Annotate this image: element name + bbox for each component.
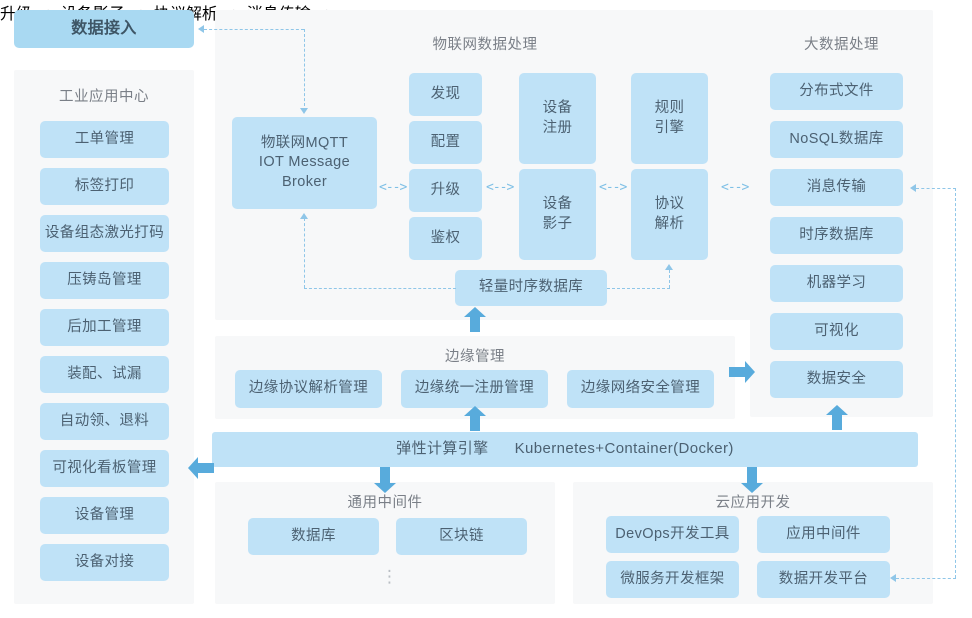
iot-op-discover[interactable]: 发现 xyxy=(409,73,482,116)
arrowhead xyxy=(374,483,396,493)
middleware-item-blockchain[interactable]: 区块链 xyxy=(396,518,527,555)
bigdata-item-nosql-db[interactable]: NoSQL数据库 xyxy=(770,121,903,158)
iot-op-auth[interactable]: 鉴权 xyxy=(409,217,482,260)
edge-item-network-security-mgmt[interactable]: 边缘网络安全管理 xyxy=(567,370,714,408)
cloud-item-app-middleware[interactable]: 应用中间件 xyxy=(757,516,890,553)
cloud-item-data-dev-platform[interactable]: 数据开发平台 xyxy=(757,561,890,598)
iot-op-configure[interactable]: 配置 xyxy=(409,121,482,164)
arrow-compute-to-cloud-dev xyxy=(741,467,763,493)
data-ingest-header[interactable]: 数据接入 xyxy=(14,10,194,48)
dashed-message-transport-arrowhead xyxy=(910,184,916,192)
arrowhead xyxy=(826,405,848,415)
arrowshaft xyxy=(380,467,390,483)
app-item-assembly-leak-test[interactable]: 装配、试漏 xyxy=(40,356,169,393)
bigdata-item-visualization[interactable]: 可视化 xyxy=(770,313,903,350)
app-item-label-print[interactable]: 标签打印 xyxy=(40,168,169,205)
arrowhead xyxy=(188,457,198,479)
arrowshaft xyxy=(832,414,842,430)
dashed-datadev-to-message-top-h xyxy=(916,188,956,189)
rule-engine-line-2: 引擎 xyxy=(654,119,685,136)
arrow-compute-to-app-center xyxy=(188,457,214,479)
edge-item-unified-register-mgmt[interactable]: 边缘统一注册管理 xyxy=(401,370,548,408)
dashed-tsdb-to-protocol-v xyxy=(669,270,670,288)
dashed-tsdb-to-broker-h xyxy=(304,288,456,289)
arrowhead xyxy=(741,483,763,493)
app-item-auto-material[interactable]: 自动领、退料 xyxy=(40,403,169,440)
iot-protocol-parse[interactable]: 协议 解析 xyxy=(631,169,708,260)
arrowhead xyxy=(745,361,755,383)
connector-broker-ops: <--> xyxy=(379,180,407,195)
dashed-tsdb-to-broker-v xyxy=(304,218,305,288)
iot-rule-engine[interactable]: 规则 引擎 xyxy=(631,73,708,164)
compute-engine-label: 弹性计算引擎 xyxy=(396,440,489,458)
dashed-ingest-to-broker-h xyxy=(204,29,304,30)
dashed-datadev-arrowhead xyxy=(890,574,896,582)
dashed-ingest-arrowhead xyxy=(198,25,204,33)
device-shadow-line-1: 设备 xyxy=(542,195,573,212)
bigdata-item-data-security[interactable]: 数据安全 xyxy=(770,361,903,398)
device-register-line-1: 设备 xyxy=(542,99,573,116)
iot-mqtt-broker[interactable]: 物联网MQTT IOT Message Broker xyxy=(232,117,377,209)
middleware-item-database[interactable]: 数据库 xyxy=(248,518,379,555)
dashed-datadev-bottom-h xyxy=(896,578,956,579)
app-item-visual-dashboard[interactable]: 可视化看板管理 xyxy=(40,450,169,487)
app-item-work-order[interactable]: 工单管理 xyxy=(40,121,169,158)
arrowhead xyxy=(464,406,486,416)
dashed-broker-up-arrowhead xyxy=(300,213,308,219)
iot-device-shadow[interactable]: 设备 影子 xyxy=(519,169,596,260)
connector-protocol-bigdata: <--> xyxy=(721,180,749,195)
dashed-broker-down-arrowhead xyxy=(300,108,308,114)
app-item-die-casting-island[interactable]: 压铸岛管理 xyxy=(40,262,169,299)
connector-device-protocol: <--> xyxy=(599,180,627,195)
arrowshaft xyxy=(470,415,480,431)
protocol-parse-line-1: 协议 xyxy=(654,195,685,212)
iot-device-register[interactable]: 设备 注册 xyxy=(519,73,596,164)
arrow-compute-to-bigdata xyxy=(826,405,848,431)
arrowshaft xyxy=(729,367,745,377)
broker-line-2: IOT Message xyxy=(258,154,351,171)
edge-item-protocol-parse-mgmt[interactable]: 边缘协议解析管理 xyxy=(235,370,382,408)
iot-data-processing-title: 物联网数据处理 xyxy=(432,37,538,53)
app-item-device-management[interactable]: 设备管理 xyxy=(40,497,169,534)
app-item-post-processing[interactable]: 后加工管理 xyxy=(40,309,169,346)
cloud-app-dev-title: 云应用开发 xyxy=(715,495,791,511)
arrow-edge-to-tsdb xyxy=(464,307,486,333)
device-shadow-line-2: 影子 xyxy=(542,215,573,232)
industrial-app-center-title: 工业应用中心 xyxy=(59,89,149,105)
bigdata-item-distributed-file[interactable]: 分布式文件 xyxy=(770,73,903,110)
bigdata-item-message-transport[interactable]: 消息传输 xyxy=(770,169,903,206)
elastic-compute-engine-bar[interactable]: 弹性计算引擎 Kubernetes+Container(Docker) xyxy=(212,432,918,467)
app-item-device-laser-marking[interactable]: 设备组态激光打码 xyxy=(40,215,169,252)
bigdata-item-machine-learning[interactable]: 机器学习 xyxy=(770,265,903,302)
arrowshaft xyxy=(198,463,214,473)
protocol-parse-line-2: 解析 xyxy=(654,215,685,232)
iot-op-upgrade[interactable]: 升级 xyxy=(409,169,482,212)
connector-ops-device: <--> xyxy=(486,180,514,195)
device-register-line-2: 注册 xyxy=(542,119,573,136)
broker-line-1: 物联网MQTT xyxy=(260,134,349,151)
dashed-ingest-to-broker-v xyxy=(304,29,305,111)
arrowshaft xyxy=(470,316,480,332)
panel-bigdata-processing xyxy=(750,10,933,417)
dashed-datadev-to-message-v xyxy=(955,188,956,578)
arrow-edge-to-bigdata xyxy=(729,361,755,383)
iot-lightweight-tsdb[interactable]: 轻量时序数据库 xyxy=(455,270,607,306)
compute-engine-stack: Kubernetes+Container(Docker) xyxy=(514,440,734,458)
arrowshaft xyxy=(747,467,757,483)
bigdata-processing-title: 大数据处理 xyxy=(804,37,879,53)
arrow-compute-to-edge xyxy=(464,406,486,432)
dashed-protocol-up-arrowhead xyxy=(665,264,673,270)
arrowhead xyxy=(464,307,486,317)
middleware-more-indicator: ⋮ xyxy=(381,567,398,586)
rule-engine-line-1: 规则 xyxy=(654,99,685,116)
arrow-compute-to-middleware xyxy=(374,467,396,493)
cloud-item-microservice-framework[interactable]: 微服务开发框架 xyxy=(606,561,739,598)
dashed-tsdb-to-protocol-h xyxy=(607,288,670,289)
broker-line-3: Broker xyxy=(281,173,328,190)
bigdata-item-timeseries-db[interactable]: 时序数据库 xyxy=(770,217,903,254)
app-item-device-docking[interactable]: 设备对接 xyxy=(40,544,169,581)
common-middleware-title: 通用中间件 xyxy=(347,495,423,511)
cloud-item-devops-tools[interactable]: DevOps开发工具 xyxy=(606,516,739,553)
edge-management-title: 边缘管理 xyxy=(445,349,505,365)
